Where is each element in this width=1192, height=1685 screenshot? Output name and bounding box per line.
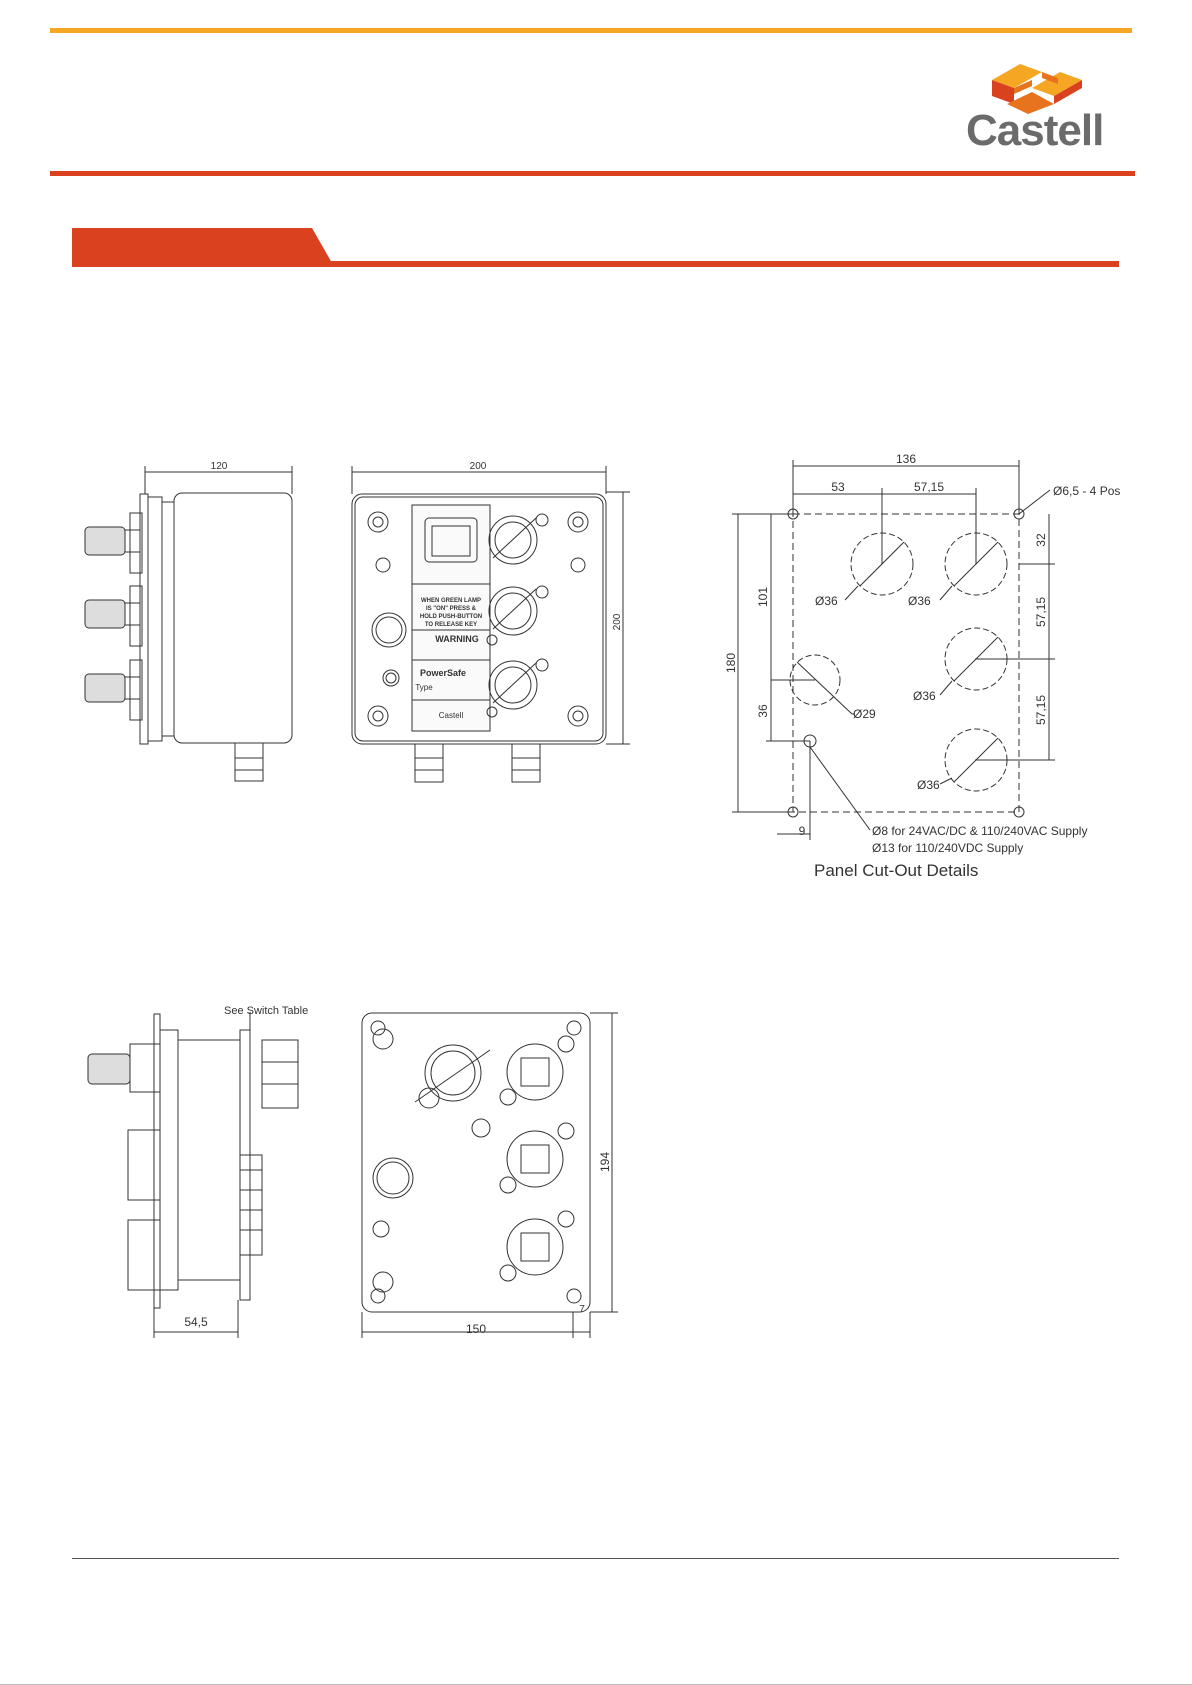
- dim-front-width: 200: [470, 461, 487, 472]
- dim-36: 36: [756, 704, 770, 718]
- dim-180: 180: [724, 653, 738, 673]
- hole-36-d: Ø36: [917, 778, 940, 792]
- label-type: Type: [415, 683, 433, 692]
- label-warning: WARNING: [435, 634, 479, 644]
- section-tab: [72, 228, 332, 263]
- lamp-note-2: Ø13 for 110/240VDC Supply: [872, 841, 1023, 855]
- panel-cutout-drawing: [732, 460, 1055, 840]
- section-underline: [72, 261, 1119, 267]
- dim-5715-mid: 57,15: [1034, 597, 1048, 627]
- dim-150: 150: [466, 1322, 486, 1336]
- label-brand-name: PowerSafe: [420, 668, 466, 678]
- dim-5715-top: 57,15: [914, 480, 944, 494]
- dim-53: 53: [831, 480, 845, 494]
- hole-36-a: Ø36: [815, 594, 838, 608]
- header-divider-bar: [50, 171, 1135, 176]
- hole-36-c: Ø36: [913, 689, 936, 703]
- dim-5715-low: 57,15: [1034, 695, 1048, 725]
- label-line-1: WHEN GREEN LAMP: [421, 598, 481, 604]
- front-view-enclosure: [351, 466, 630, 783]
- header-accent-bar: [50, 28, 1132, 33]
- cutout-title: Panel Cut-Out Details: [814, 861, 978, 880]
- dim-7: 7: [579, 1304, 585, 1315]
- lamp-note-1: Ø8 for 24VAC/DC & 110/240VAC Supply: [872, 824, 1087, 838]
- side-view-enclosure: [84, 466, 293, 782]
- dim-front-height: 200: [612, 613, 623, 630]
- dim-136: 136: [896, 452, 916, 466]
- hole-36-b: Ø36: [908, 594, 931, 608]
- label-line-2: IS "ON" PRESS &: [426, 606, 477, 612]
- dim-545: 54,5: [184, 1315, 208, 1329]
- castell-logo: Castell: [962, 58, 1122, 155]
- internal-side-view: [87, 1012, 299, 1338]
- brand-wordmark: Castell: [966, 106, 1104, 155]
- label-line-4: TO RELEASE KEY: [425, 622, 477, 628]
- label-line-3: HOLD PUSH-BUTTON: [420, 614, 482, 620]
- dim-32: 32: [1034, 533, 1048, 547]
- label-logo-text: Castell: [439, 711, 464, 720]
- castell-logo-mark-icon: [992, 64, 1082, 114]
- see-switch-table-note: See Switch Table: [224, 1005, 308, 1017]
- dim-194: 194: [598, 1152, 612, 1172]
- dim-9: 9: [799, 824, 806, 838]
- dim-101: 101: [756, 587, 770, 607]
- internal-front-view: [361, 1012, 618, 1338]
- dim-side-width: 120: [211, 461, 228, 472]
- hole-29: Ø29: [853, 707, 876, 721]
- footer-divider: [72, 1558, 1119, 1559]
- hole-65-label: Ø6,5 - 4 Pos: [1053, 484, 1120, 498]
